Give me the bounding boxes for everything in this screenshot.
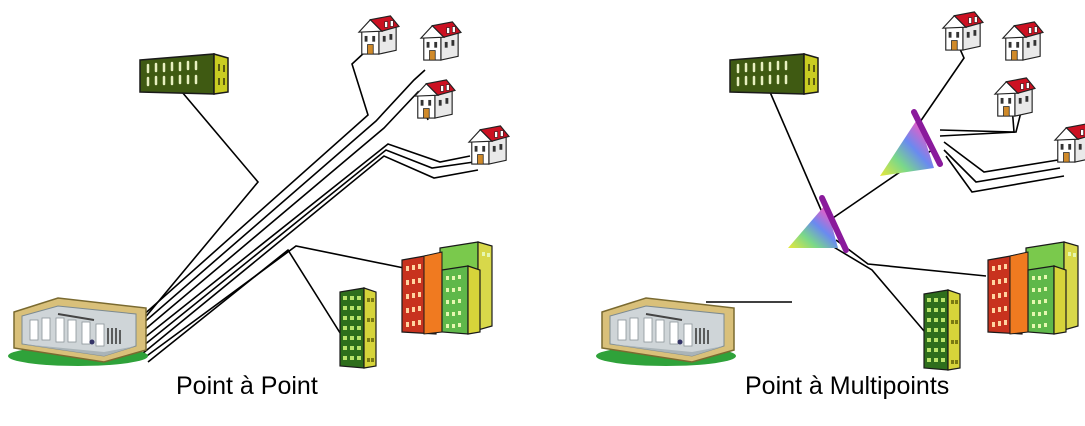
- office-building-icon: [138, 52, 230, 96]
- tower-building-icon: [923, 289, 961, 371]
- caption-point-to-multipoint: Point à Multipoints: [745, 372, 950, 400]
- house-icon: [1002, 21, 1044, 61]
- optical-splitter-icon: [788, 195, 849, 253]
- apartment-block-icon: [987, 241, 1079, 335]
- optical-splitter-icon: [880, 109, 943, 176]
- house-icon: [468, 125, 510, 165]
- central-office-icon: [595, 297, 737, 367]
- house-icon: [414, 79, 456, 119]
- fiber-links: [121, 51, 479, 363]
- tower-building-icon: [339, 287, 377, 369]
- point-to-multipoint-diagram: [595, 11, 1085, 371]
- apartment-block-icon: [401, 241, 493, 335]
- office-building-icon: [728, 52, 820, 96]
- house-icon: [994, 77, 1036, 117]
- house-icon: [942, 11, 984, 51]
- house-icon: [358, 15, 400, 55]
- caption-point-to-point: Point à Point: [176, 372, 318, 400]
- house-icon: [420, 21, 462, 61]
- house-icon: [1054, 123, 1085, 163]
- fiber-links: [706, 39, 1065, 339]
- point-to-point-diagram: [7, 15, 510, 369]
- central-office-icon: [7, 297, 149, 367]
